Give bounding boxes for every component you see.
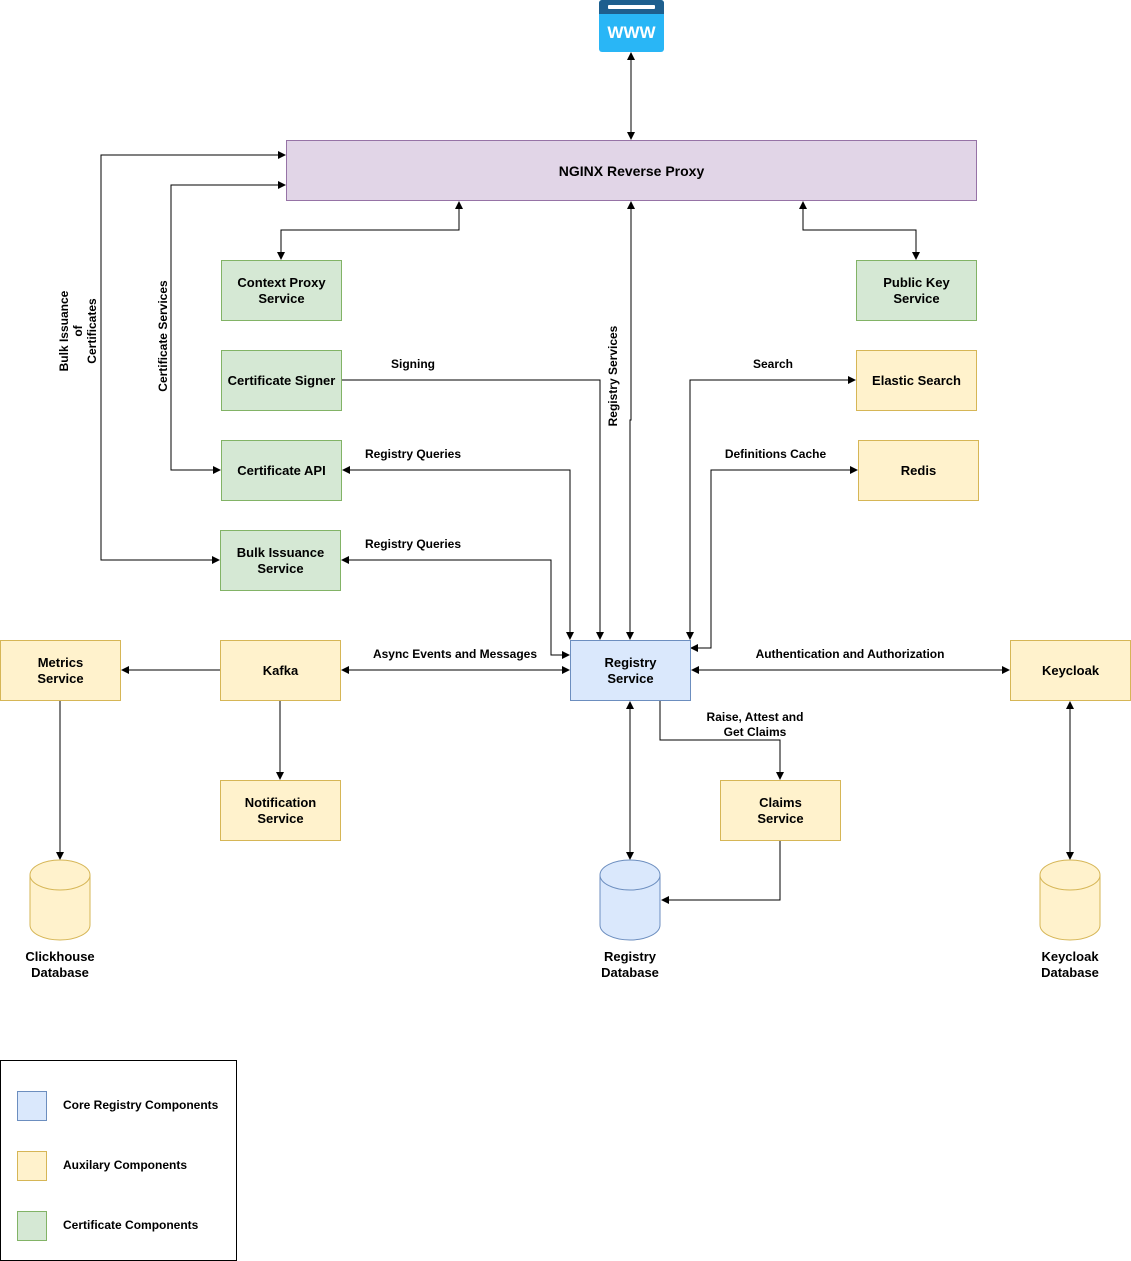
www-icon-text: WWW xyxy=(607,23,656,42)
legend-aux-swatch xyxy=(17,1151,47,1181)
edge-signer-registry xyxy=(342,379,604,640)
legend: Core Registry Components Auxilary Compon… xyxy=(0,1060,237,1261)
legend-cert-swatch xyxy=(17,1211,47,1241)
clickhouse-database-cylinder xyxy=(29,859,91,941)
public-key-service: Public Key Service xyxy=(856,260,977,321)
legend-core-swatch xyxy=(17,1091,47,1121)
label-registry-queries-1: Registry Queries xyxy=(364,447,462,461)
legend-cert-label: Certificate Components xyxy=(63,1218,199,1232)
certificate-api: Certificate API xyxy=(221,440,342,501)
notification-service: Notification Service xyxy=(220,780,341,841)
edge-registry-redis xyxy=(690,466,858,652)
label-definitions-cache: Definitions Cache xyxy=(724,447,827,461)
keycloak-database-label: Keycloak Database xyxy=(1041,949,1099,980)
registry-service: Registry Service xyxy=(570,640,691,701)
nginx-reverse-proxy: NGINX Reverse Proxy xyxy=(286,140,977,201)
label-async-events: Async Events and Messages xyxy=(372,647,538,661)
label-authn-authz: Authentication and Authorization xyxy=(755,647,945,661)
kafka: Kafka xyxy=(220,640,341,701)
edge-nginx-publickey xyxy=(799,201,920,260)
edge-nginx-bulk xyxy=(100,151,286,564)
legend-aux-label: Auxilary Components xyxy=(63,1158,188,1172)
context-proxy-service: Context Proxy Service xyxy=(221,260,342,321)
edge-claims-db xyxy=(661,841,781,904)
edge-nginx-registry xyxy=(626,201,635,640)
label-registry-queries-2: Registry Queries xyxy=(364,537,462,551)
keycloak: Keycloak xyxy=(1010,640,1131,701)
edge-registry-claims xyxy=(659,701,784,780)
claims-service: Claims Service xyxy=(720,780,841,841)
clickhouse-database-label: Clickhouse Database xyxy=(25,949,95,980)
certificate-signer: Certificate Signer xyxy=(221,350,342,411)
label-certificate-services: Certificate Services xyxy=(156,280,170,392)
label-registry-services: Registry Services xyxy=(606,325,620,427)
keycloak-database-cylinder xyxy=(1039,859,1101,941)
label-bulk-issuance-certificates: Bulk Issuance of Certificates xyxy=(57,290,99,372)
www-globe-icon: WWW xyxy=(599,0,664,52)
edge-nginx-certapi xyxy=(170,181,286,474)
edge-nginx-contextproxy xyxy=(277,201,463,260)
registry-database-cylinder xyxy=(599,859,661,941)
registry-database-label: Registry Database xyxy=(601,949,659,980)
bulk-issuance-service: Bulk Issuance Service xyxy=(220,530,341,591)
edge-bulk-registry xyxy=(341,556,570,659)
label-signing: Signing xyxy=(391,357,435,371)
elastic-search: Elastic Search xyxy=(856,350,977,411)
label-claims-ops: Raise, Attest and Get Claims xyxy=(706,710,804,739)
metrics-service: Metrics Service xyxy=(0,640,121,701)
label-search: Search xyxy=(752,357,794,371)
legend-core-label: Core Registry Components xyxy=(63,1098,219,1112)
edge-certapi-registry xyxy=(342,466,574,640)
redis: Redis xyxy=(858,440,979,501)
edge-registry-elastic xyxy=(686,376,856,640)
